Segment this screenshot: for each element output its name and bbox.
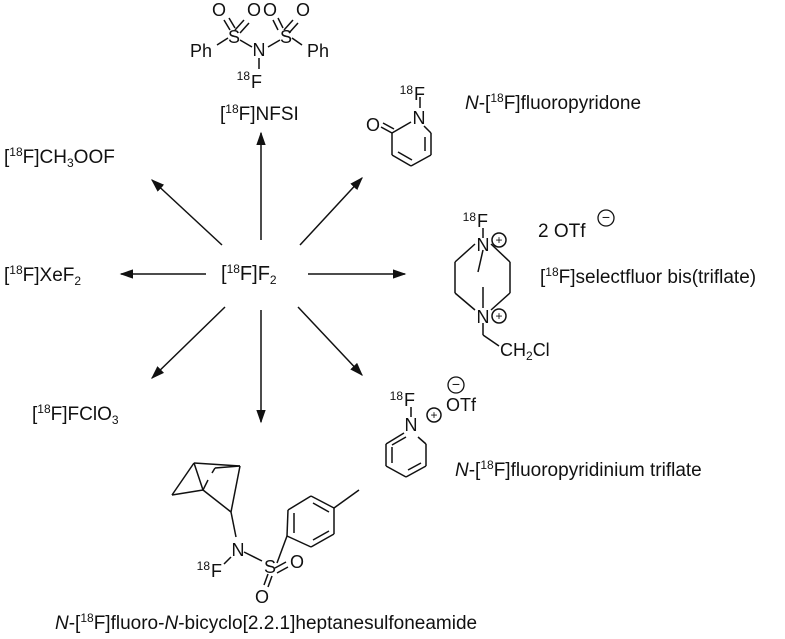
fluoropyridinium-label: N-[18F]fluoropyridinium triflate — [455, 458, 702, 481]
svg-text:O: O — [255, 587, 269, 607]
svg-text:N: N — [413, 108, 426, 128]
svg-text:N: N — [477, 235, 490, 255]
svg-text:+: + — [495, 233, 502, 247]
svg-text:N: N — [232, 540, 245, 560]
svg-text:Ph: Ph — [307, 41, 329, 61]
svg-text:O: O — [366, 115, 380, 135]
svg-text:F: F — [414, 84, 425, 104]
svg-text:18: 18 — [197, 559, 211, 573]
svg-text:S: S — [280, 27, 292, 47]
svg-text:F: F — [404, 390, 415, 410]
svg-text:−: − — [452, 376, 460, 392]
sulfonamide-label: N-[18F]fluoro-N-bicyclo[2.2.1]heptanesul… — [55, 611, 478, 634]
selectfluor-label: [18F]selectfluor bis(triflate) — [540, 265, 757, 288]
fluoropyridone-structure: 18 F N O — [366, 83, 432, 167]
svg-text:Ph: Ph — [190, 41, 212, 61]
arrow-to-fluoropyridinium — [297, 306, 363, 376]
arrow-to-methyl-hypofluorite — [151, 179, 223, 246]
svg-text:18: 18 — [237, 69, 251, 83]
svg-text:18: 18 — [390, 389, 404, 403]
svg-text:CH2Cl: CH2Cl — [500, 340, 550, 363]
svg-text:O: O — [296, 0, 310, 20]
svg-text:−: − — [602, 209, 610, 225]
svg-text:+: + — [495, 309, 502, 323]
methyl-hypofluorite-label: [18F]CH3OOF — [4, 145, 115, 170]
perchloryl-fluoride-label: [18F]FClO3 — [32, 402, 119, 427]
center-reagent-label: [18F]F2 — [221, 262, 277, 287]
svg-text:O: O — [212, 0, 226, 20]
selectfluor-counterion-label: 2 OTf — [538, 221, 586, 242]
fluoropyridinium-structure: + 18 F N − OTf — [385, 376, 477, 478]
svg-text:O: O — [247, 0, 261, 20]
sulfonamide-structure: N S O O 18 F — [171, 462, 360, 607]
arrow-to-fluoropyridone — [299, 177, 363, 246]
svg-text:+: + — [430, 408, 437, 422]
nfsi-label: [18F]NFSI — [220, 102, 299, 125]
svg-text:18: 18 — [400, 83, 414, 97]
svg-text:18: 18 — [463, 210, 477, 224]
nfsi-structure: O O O O S S N Ph Ph 18 F — [190, 0, 329, 92]
svg-text:OTf: OTf — [446, 395, 477, 415]
svg-text:F: F — [211, 561, 222, 581]
xenon-difluoride-label: [18F]XeF2 — [4, 263, 82, 288]
svg-text:S: S — [228, 27, 240, 47]
svg-text:O: O — [290, 552, 304, 572]
svg-text:F: F — [251, 72, 262, 92]
svg-text:O: O — [263, 0, 277, 20]
selectfluor-structure: + + 18 F N N CH2Cl − — [454, 209, 615, 363]
arrow-to-perchloryl-fluoride — [151, 306, 226, 379]
svg-text:S: S — [264, 557, 276, 577]
svg-text:N: N — [405, 415, 418, 435]
fluoropyridone-label: N-[18F]fluoropyridone — [465, 91, 642, 114]
svg-text:F: F — [477, 211, 488, 231]
svg-text:N: N — [477, 307, 490, 327]
svg-text:N: N — [253, 40, 266, 60]
